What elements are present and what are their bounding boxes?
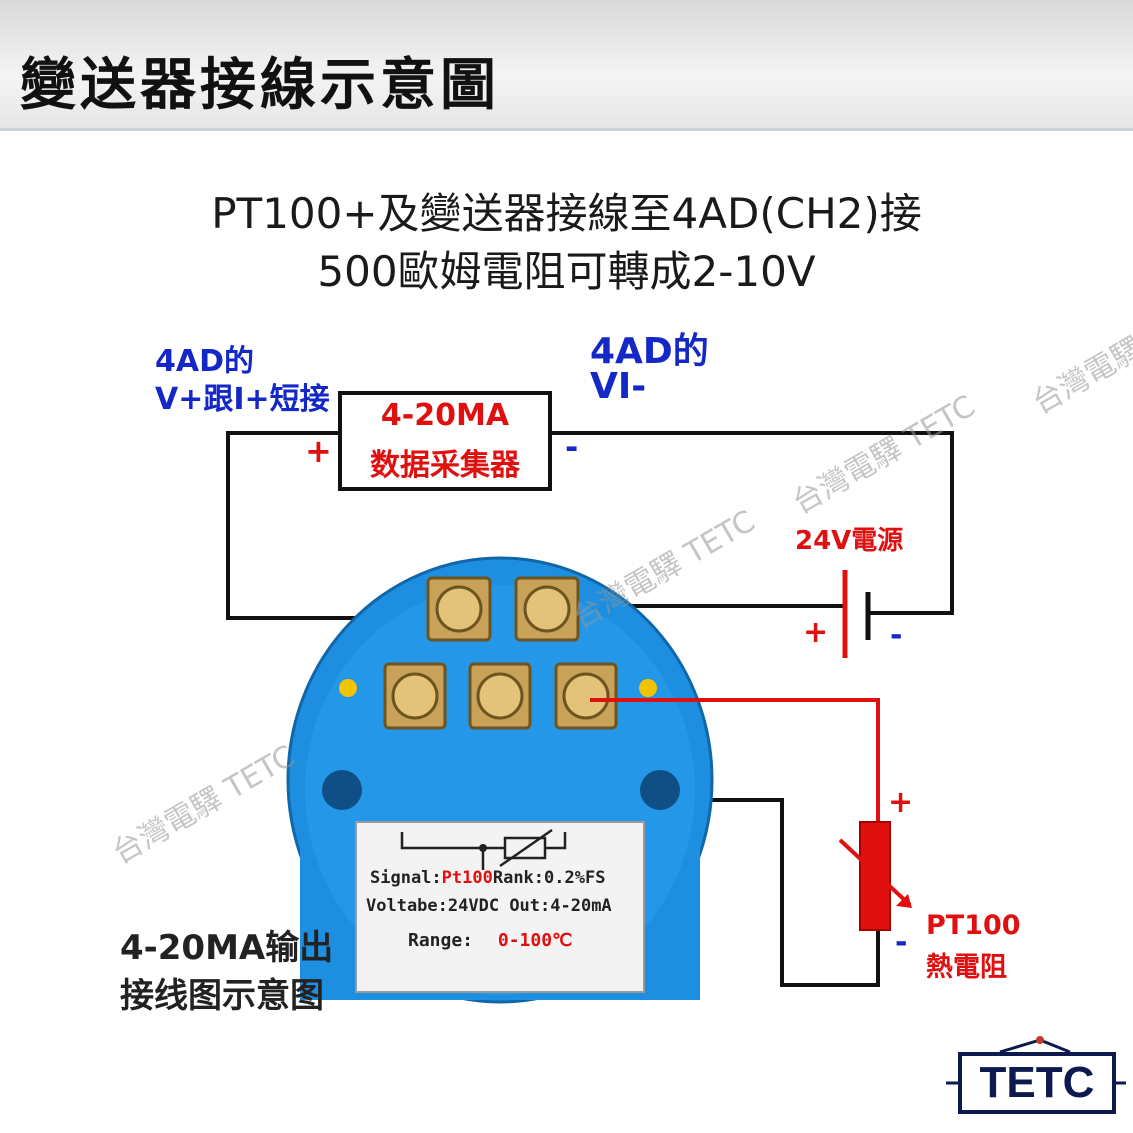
power-minus-sign: - xyxy=(890,618,903,653)
collector-minus-sign: - xyxy=(565,428,579,466)
wire-collector-plus xyxy=(226,431,455,620)
collector-label-line-2: 数据采集器 xyxy=(370,448,520,483)
wire-pt100-plus xyxy=(590,698,880,822)
title-banner: 變送器接線示意圖 xyxy=(0,0,1133,131)
pt100-label-line-1: PT100 xyxy=(926,910,1021,941)
left-ad-label-line-2: V+跟I+短接 xyxy=(155,382,330,417)
wire-collector-minus xyxy=(550,431,954,615)
plate-voltage: Voltabe:24VDC xyxy=(366,896,500,916)
pt100-plus-sign: + xyxy=(888,785,914,820)
terminal-bottom-2 xyxy=(468,662,532,730)
module-label-plate xyxy=(355,821,645,993)
plate-signal-prefix: Signal: xyxy=(370,868,442,888)
pt100-arrow xyxy=(838,838,912,907)
mount-hole-left xyxy=(322,770,362,810)
right-ad-label-line-2: VI- xyxy=(590,366,647,407)
indicator-dot-left xyxy=(339,679,357,697)
plate-out: Out:4-20mA xyxy=(509,896,612,916)
terminal-bottom-3 xyxy=(554,662,618,730)
plate-voltage-row: Voltabe:24VDC Out:4-20mA xyxy=(366,896,612,916)
terminal-top-left xyxy=(426,576,492,642)
plate-signal-value: Pt100 xyxy=(441,868,493,888)
data-collector-box xyxy=(338,391,552,491)
pt100-minus-sign: - xyxy=(895,925,908,960)
output-label-line-1: 4-20MA输出 xyxy=(120,928,334,968)
collector-plus-sign: + xyxy=(305,432,332,470)
pt100-resistor xyxy=(859,821,891,931)
collector-label-line-1: 4-20MA xyxy=(380,398,510,433)
power-plus-sign: + xyxy=(803,615,829,650)
power-label: 24V電源 xyxy=(795,526,904,556)
headline-line-1: PT100+及變送器接線至4AD(CH2)接 xyxy=(211,189,922,238)
left-ad-label-line-1: 4AD的 xyxy=(155,344,254,379)
plate-range-row: Range: 0-100℃ xyxy=(408,930,572,951)
headline-line-2: 500歐姆電阻可轉成2-10V xyxy=(317,247,816,296)
transmitter-module xyxy=(286,556,714,1004)
plate-range-value: 0-100℃ xyxy=(497,930,573,951)
banner-title: 變送器接線示意圖 xyxy=(20,53,500,118)
logo-text: TETC xyxy=(979,1058,1095,1107)
terminal-bottom-1 xyxy=(383,662,447,730)
plate-range-label: Range: xyxy=(408,930,474,951)
right-ad-label-line-1: 4AD的 xyxy=(590,331,709,372)
output-label-line-2: 接线图示意图 xyxy=(120,976,324,1016)
mount-hole-right xyxy=(640,770,680,810)
terminal-top-right xyxy=(514,576,580,642)
plate-signal-row: Signal:Pt100Rank:0.2%FS xyxy=(370,868,605,888)
tetc-logo: TETC xyxy=(958,1052,1116,1114)
plate-rank: Rank:0.2%FS xyxy=(492,868,606,888)
indicator-dot-right xyxy=(639,679,657,697)
pt100-label-line-2: 熱電阻 xyxy=(926,952,1007,983)
